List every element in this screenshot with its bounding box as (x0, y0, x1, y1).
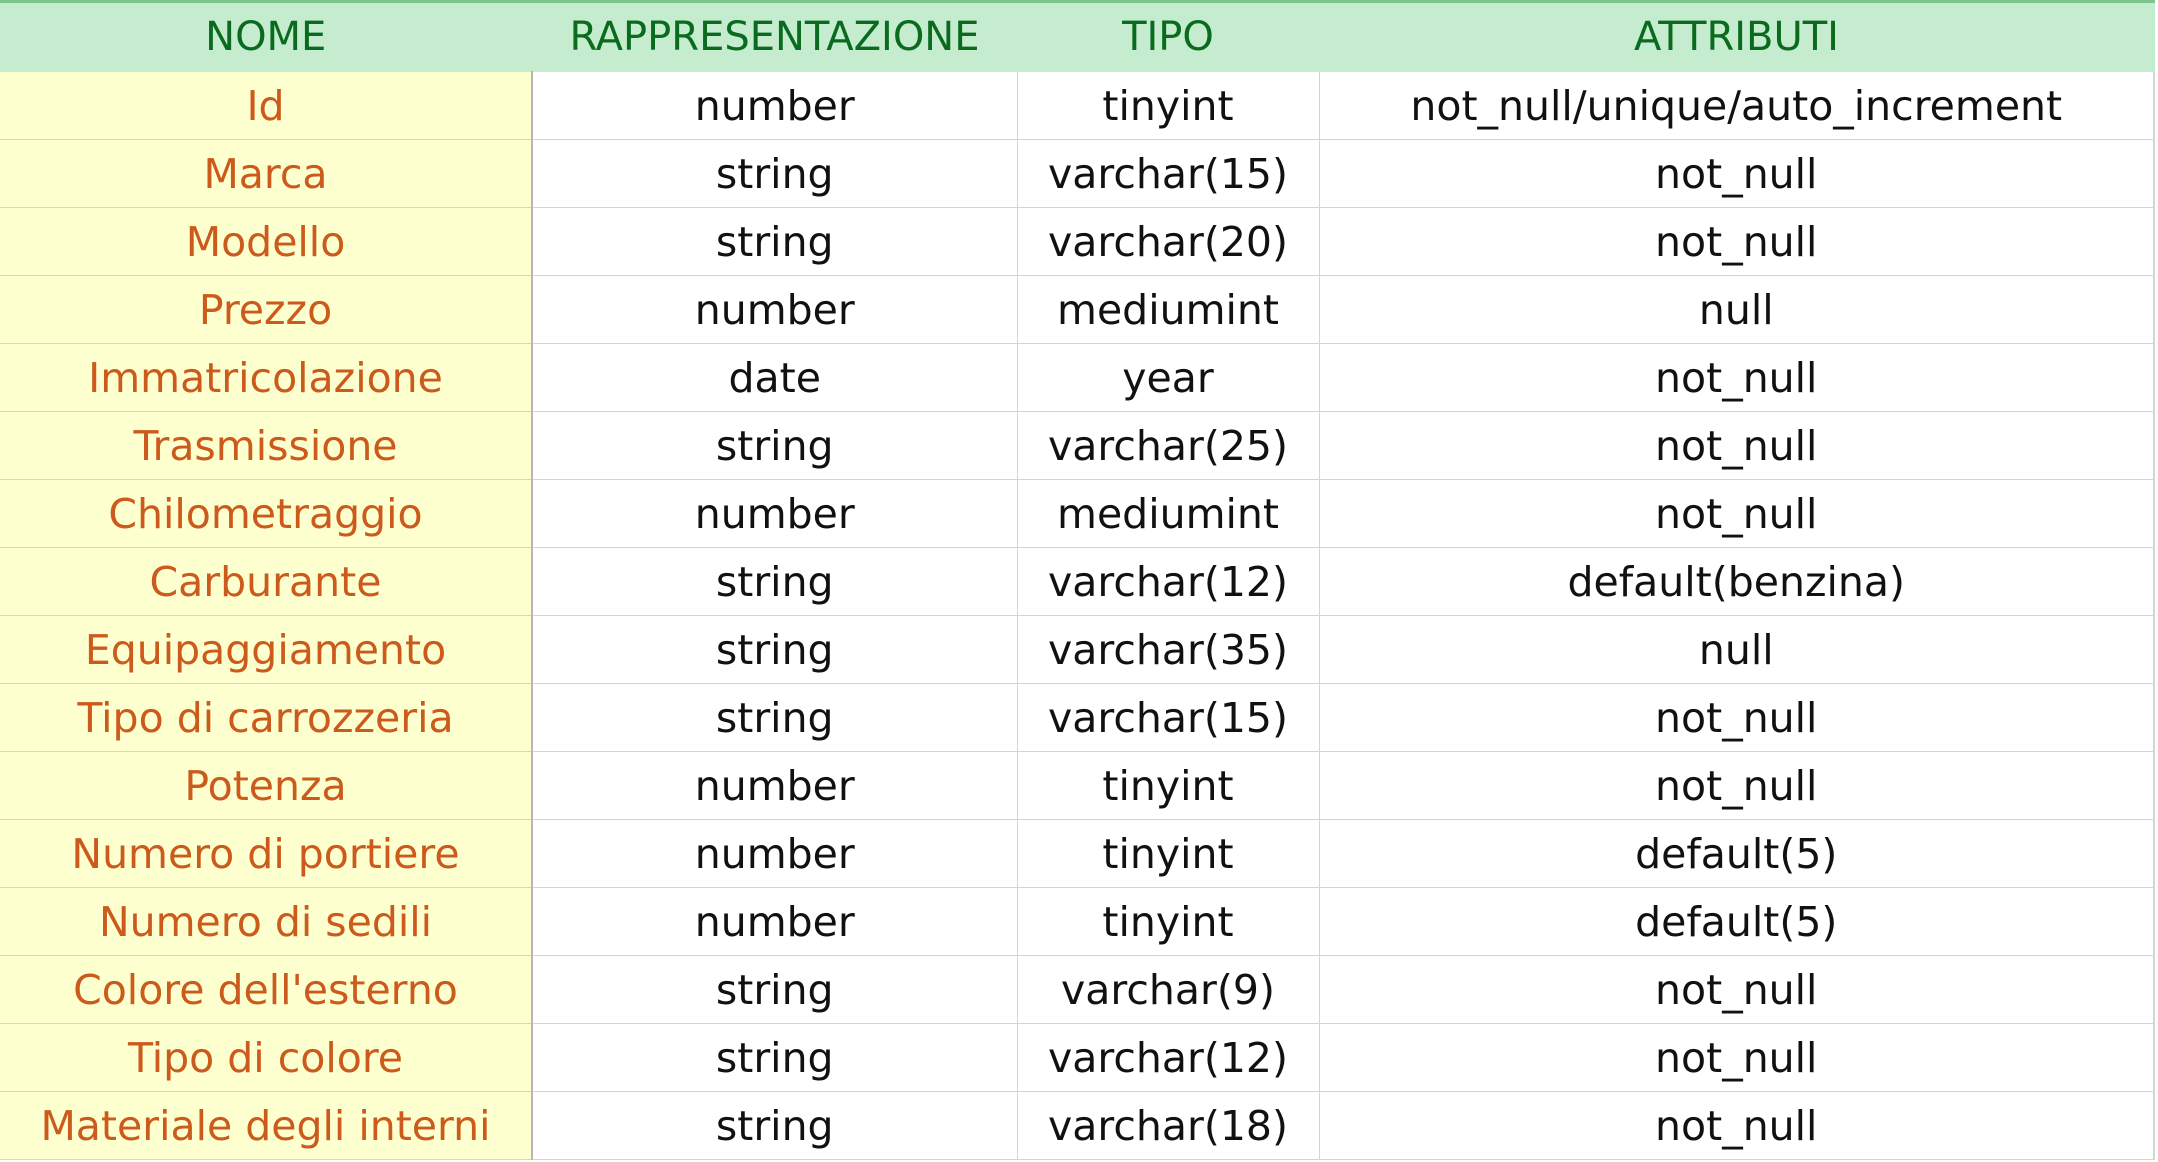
cell-attributi[interactable]: null (1318, 615, 2155, 684)
cell-tipo[interactable]: varchar(18) (1016, 1091, 1320, 1160)
cell-attributi[interactable]: default(5) (1318, 887, 2155, 956)
header-rappresentazione[interactable]: RAPPRESENTAZIONE (531, 0, 1018, 72)
cell-rappresentazione[interactable]: string (531, 139, 1018, 208)
cell-attributi[interactable]: not_null (1318, 1023, 2155, 1092)
cell-tipo[interactable]: varchar(25) (1016, 411, 1320, 480)
header-nome[interactable]: NOME (0, 0, 533, 72)
cell-rappresentazione[interactable]: number (531, 819, 1018, 888)
cell-rappresentazione[interactable]: string (531, 615, 1018, 684)
cell-rappresentazione[interactable]: string (531, 207, 1018, 276)
cell-tipo[interactable]: tinyint (1016, 887, 1320, 956)
cell-nome[interactable]: Carburante (0, 547, 533, 616)
cell-nome[interactable]: Numero di sedili (0, 887, 533, 956)
cell-nome[interactable]: Chilometraggio (0, 479, 533, 548)
cell-nome[interactable]: Trasmissione (0, 411, 533, 480)
cell-tipo[interactable]: varchar(15) (1016, 683, 1320, 752)
cell-rappresentazione[interactable]: number (531, 275, 1018, 344)
cell-nome[interactable]: Materiale degli interni (0, 1091, 533, 1160)
cell-nome[interactable]: Equipaggiamento (0, 615, 533, 684)
header-tipo[interactable]: TIPO (1016, 0, 1320, 72)
cell-rappresentazione[interactable]: number (531, 71, 1018, 140)
cell-tipo[interactable]: varchar(20) (1016, 207, 1320, 276)
cell-nome[interactable]: Numero di portiere (0, 819, 533, 888)
header-attributi[interactable]: ATTRIBUTI (1318, 0, 2155, 72)
cell-attributi[interactable]: not_null (1318, 683, 2155, 752)
cell-tipo[interactable]: mediumint (1016, 479, 1320, 548)
cell-rappresentazione[interactable]: string (531, 683, 1018, 752)
cell-attributi[interactable]: not_null (1318, 343, 2155, 412)
cell-tipo[interactable]: varchar(12) (1016, 547, 1320, 616)
cell-nome[interactable]: Tipo di colore (0, 1023, 533, 1092)
cell-attributi[interactable]: not_null (1318, 139, 2155, 208)
cell-tipo[interactable]: varchar(35) (1016, 615, 1320, 684)
table-header: NOME RAPPRESENTAZIONE TIPO ATTRIBUTI (0, 0, 2155, 72)
cell-rappresentazione[interactable]: string (531, 1091, 1018, 1160)
cell-attributi[interactable]: default(5) (1318, 819, 2155, 888)
cell-rappresentazione[interactable]: number (531, 479, 1018, 548)
cell-rappresentazione[interactable]: number (531, 887, 1018, 956)
cell-attributi[interactable]: not_null/unique/auto_increment (1318, 71, 2155, 140)
cell-attributi[interactable]: not_null (1318, 479, 2155, 548)
cell-nome[interactable]: Marca (0, 139, 533, 208)
header-row: NOME RAPPRESENTAZIONE TIPO ATTRIBUTI (0, 0, 2155, 72)
cell-attributi[interactable]: not_null (1318, 955, 2155, 1024)
cell-rappresentazione[interactable]: number (531, 751, 1018, 820)
cell-attributi[interactable]: default(benzina) (1318, 547, 2155, 616)
cell-rappresentazione[interactable]: string (531, 547, 1018, 616)
cell-attributi[interactable]: not_null (1318, 411, 2155, 480)
cell-rappresentazione[interactable]: date (531, 343, 1018, 412)
cell-tipo[interactable]: varchar(12) (1016, 1023, 1320, 1092)
cell-tipo[interactable]: mediumint (1016, 275, 1320, 344)
cell-nome[interactable]: Modello (0, 207, 533, 276)
cell-tipo[interactable]: varchar(15) (1016, 139, 1320, 208)
cell-nome[interactable]: Potenza (0, 751, 533, 820)
cell-tipo[interactable]: varchar(9) (1016, 955, 1320, 1024)
cell-nome[interactable]: Colore dell'esterno (0, 955, 533, 1024)
cell-rappresentazione[interactable]: string (531, 411, 1018, 480)
cell-rappresentazione[interactable]: string (531, 955, 1018, 1024)
cell-tipo[interactable]: tinyint (1016, 71, 1320, 140)
cell-nome[interactable]: Tipo di carrozzeria (0, 683, 533, 752)
cell-attributi[interactable]: not_null (1318, 207, 2155, 276)
cell-nome[interactable]: Immatricolazione (0, 343, 533, 412)
cell-nome[interactable]: Id (0, 71, 533, 140)
cell-rappresentazione[interactable]: string (531, 1023, 1018, 1092)
cell-attributi[interactable]: not_null (1318, 1091, 2155, 1160)
cell-tipo[interactable]: tinyint (1016, 819, 1320, 888)
cell-tipo[interactable]: tinyint (1016, 751, 1320, 820)
cell-nome[interactable]: Prezzo (0, 275, 533, 344)
cell-attributi[interactable]: not_null (1318, 751, 2155, 820)
cell-attributi[interactable]: null (1318, 275, 2155, 344)
cell-tipo[interactable]: year (1016, 343, 1320, 412)
